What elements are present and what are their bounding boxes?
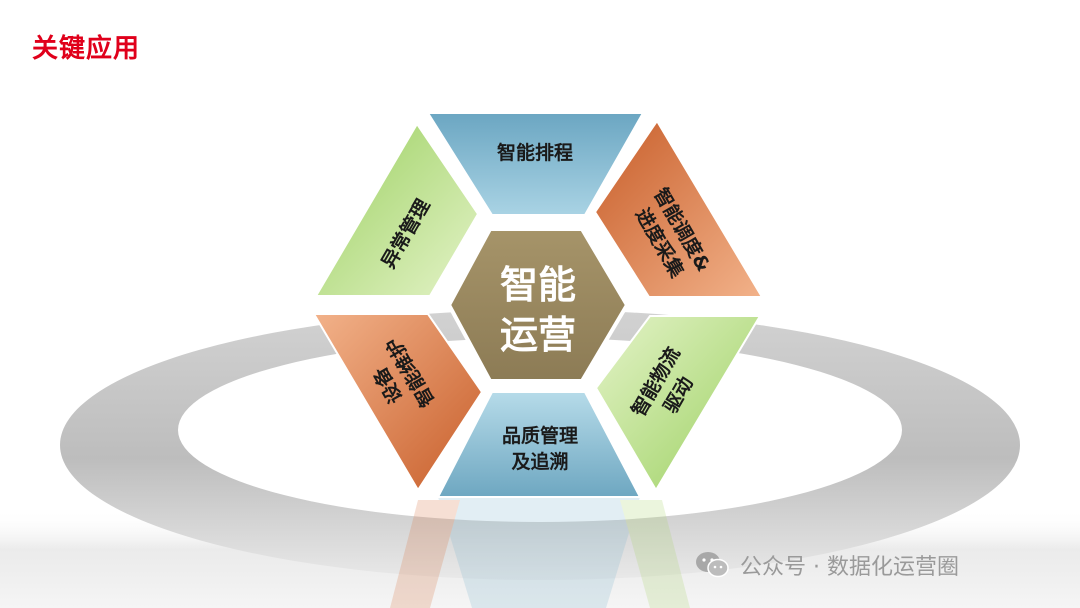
segment-bottom-line2: 及追溯	[511, 450, 568, 473]
center-label-line2: 运营	[500, 313, 576, 357]
segment-bottom-line1: 品质管理	[502, 424, 578, 447]
watermark: 公众号 · 数据化运营圈	[694, 549, 959, 581]
page-title: 关键应用	[32, 34, 141, 64]
segment-upper-left: 异常管理	[314, 122, 480, 297]
center-label-line1: 智能	[500, 263, 576, 307]
segment-top-label: 智能排程	[497, 141, 573, 164]
segment-upper-right: 智能调度& 进度采集	[593, 119, 764, 298]
segment-bottom: 品质管理 及追溯	[436, 391, 642, 498]
segment-lower-right: 智能物流 驱动	[594, 315, 762, 492]
wechat-icon	[696, 552, 729, 578]
segment-lower-left: 设备 智能维护	[312, 313, 484, 492]
diagram-reflection	[390, 497, 690, 608]
watermark-text: 公众号 · 数据化运营圈	[740, 555, 959, 580]
center-hexagon: 智能 运营	[446, 227, 630, 383]
segment-top: 智能排程	[426, 112, 645, 216]
